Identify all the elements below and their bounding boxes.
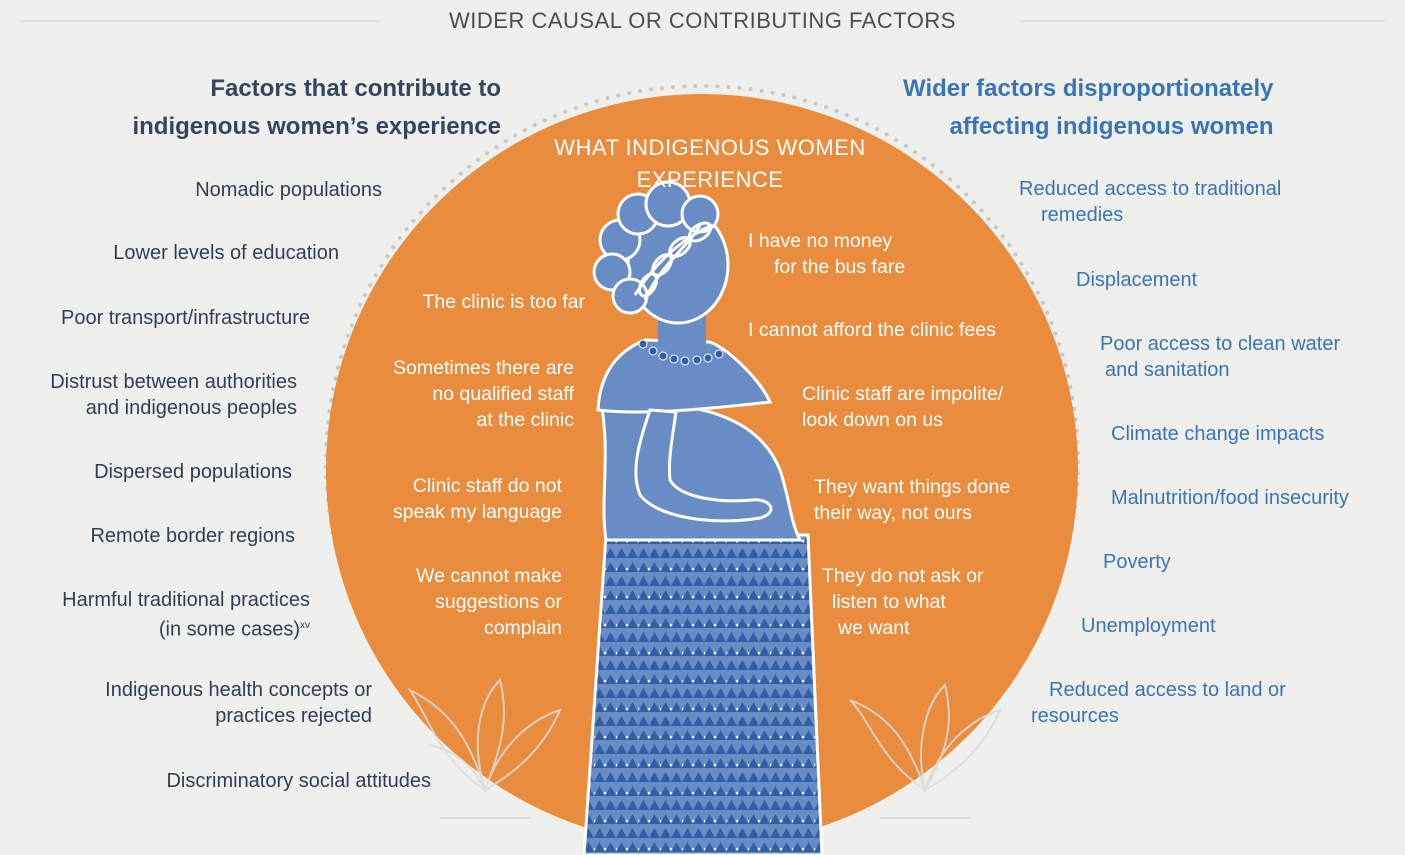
left-factor-item: Remote border regions	[90, 525, 295, 547]
necklace-icon	[638, 339, 724, 366]
experience-quote: They want things done their way, not our…	[814, 476, 1011, 524]
left-column-heading: Factors that contribute to indigenous wo…	[132, 75, 501, 140]
right-column-heading: Wider factors disproportionately affecti…	[903, 75, 1274, 140]
headband-icon	[633, 221, 713, 301]
left-factor-item: Harmful traditional practices (in some c…	[62, 589, 310, 641]
right-factor-item: Malnutrition/food insecurity	[1111, 487, 1349, 509]
hair	[592, 180, 720, 315]
plant-icon	[407, 678, 562, 819]
experience-quote: They do not ask or listen to what we wan…	[822, 565, 984, 639]
circle-title: WHAT INDIGENOUS WOMEN EXPERIENCE	[554, 135, 866, 192]
experience-quote: The clinic is too far	[422, 291, 585, 313]
left-factor-item: Nomadic populations	[195, 179, 382, 201]
blouse	[596, 338, 773, 414]
right-factor-item: Climate change impacts	[1111, 423, 1325, 445]
header-rule-left	[20, 20, 380, 22]
left-factor-item: Dispersed populations	[94, 461, 292, 483]
experience-quote: I cannot afford the clinic fees	[748, 319, 996, 341]
experience-quote: I have no money for the bus fare	[748, 230, 906, 278]
experience-quote: Clinic staff do not speak my language	[392, 475, 562, 523]
left-factor-item: Discriminatory social attitudes	[166, 770, 431, 792]
plant-icon	[849, 683, 1002, 819]
experience-quote: We cannot make suggestions or complain	[416, 565, 562, 639]
diagram-title: WIDER CAUSAL OR CONTRIBUTING FACTORS	[0, 8, 1405, 34]
left-factor-item: Poor transport/infrastructure	[61, 307, 310, 329]
left-factor-item: Lower levels of education	[113, 242, 339, 264]
right-factor-item: Unemployment	[1081, 615, 1216, 637]
header-rule-right	[1020, 20, 1385, 22]
right-factor-item: Poverty	[1103, 551, 1171, 573]
experience-quote: Sometimes there are no qualified staff a…	[393, 357, 574, 431]
right-factor-item: Displacement	[1076, 269, 1198, 291]
skirt	[582, 533, 824, 855]
arm	[634, 408, 773, 523]
experience-quote: Clinic staff are impolite/ look down on …	[802, 383, 1004, 431]
